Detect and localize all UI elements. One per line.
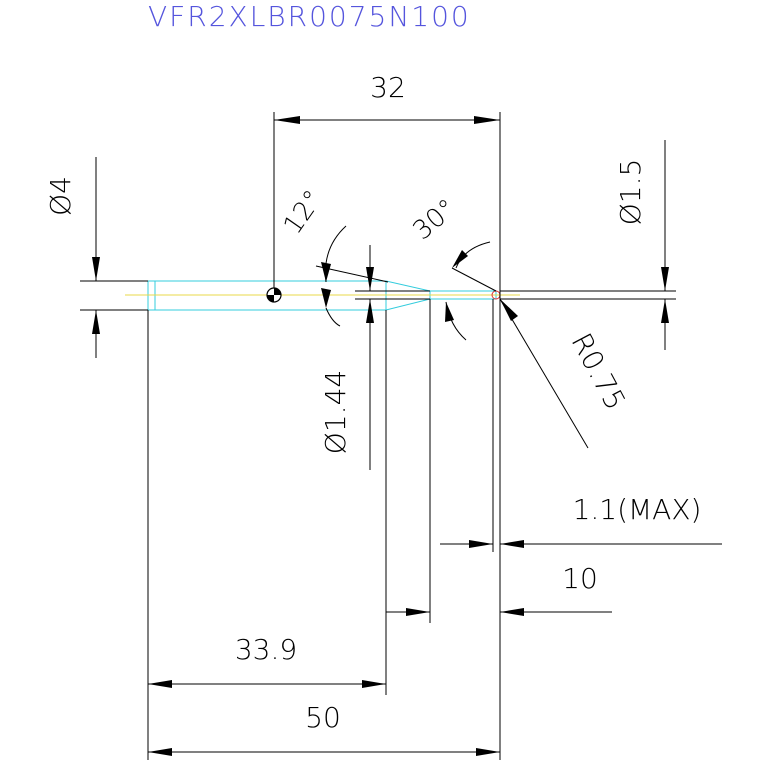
dim-angle-12: 12°	[278, 185, 389, 327]
dim-angle-30: 30°	[408, 194, 497, 341]
dim-radius-label: R0.75	[565, 328, 633, 416]
dim-tip-diameter: Ø1.5	[614, 140, 669, 350]
tool-outline	[125, 280, 520, 311]
dim-1-1-max: 1.1(MAX)	[440, 493, 722, 548]
dim-50: 50	[148, 701, 500, 756]
extension-lines	[80, 112, 676, 760]
dim-50-label: 50	[305, 701, 341, 734]
dim-tip-diameter-label: Ø1.5	[614, 159, 647, 226]
dim-32-label: 32	[370, 71, 406, 104]
dim-shank-diameter: Ø4	[44, 157, 100, 358]
dim-10: 10	[386, 562, 612, 616]
dim-33-9-label: 33.9	[235, 633, 297, 666]
dim-neck-diameter-label: Ø1.44	[319, 370, 352, 454]
datum-symbol	[266, 287, 282, 303]
dim-neck-diameter: Ø1.44	[319, 245, 374, 470]
dim-33-9: 33.9	[148, 633, 386, 688]
dim-shank-diameter-label: Ø4	[44, 176, 77, 216]
part-number-title: VFR2XLBR0075N100	[148, 0, 471, 33]
dim-10-label: 10	[562, 562, 598, 595]
dim-angle-30-label: 30°	[408, 194, 463, 247]
dim-32: 32	[274, 71, 500, 124]
dim-angle-12-label: 12°	[278, 185, 329, 240]
dim-radius: R0.75	[499, 298, 633, 449]
dim-1-1-max-label: 1.1(MAX)	[573, 493, 702, 526]
